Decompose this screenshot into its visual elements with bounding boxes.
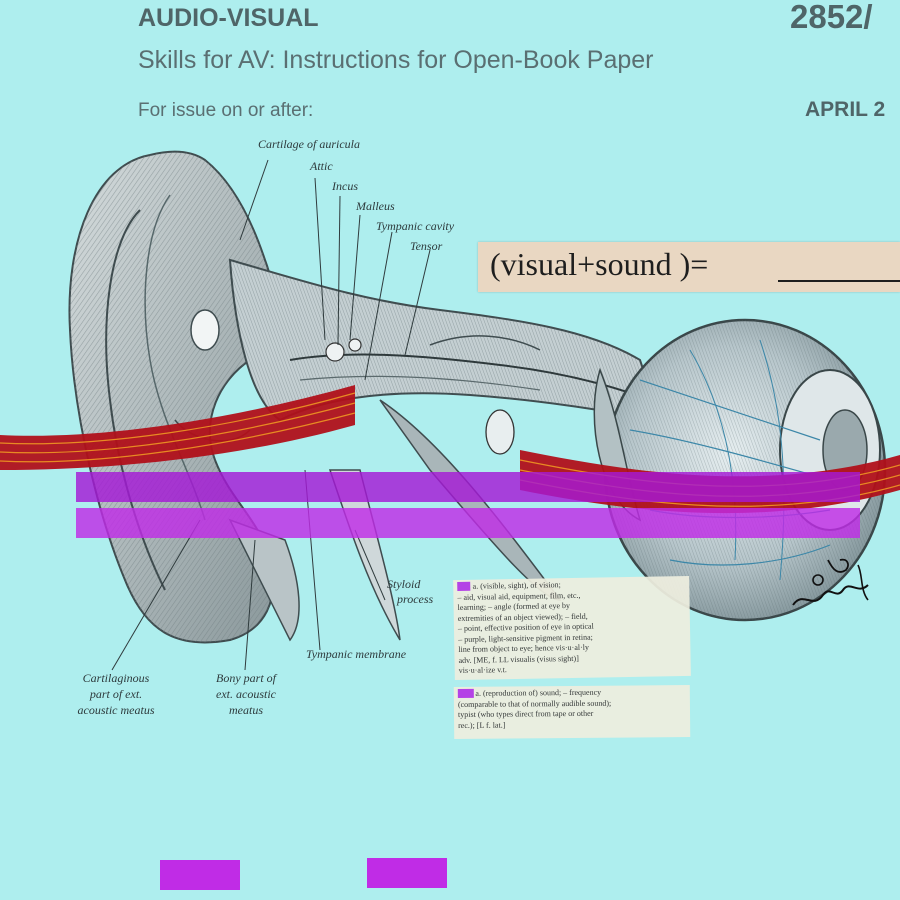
label-cartilaginous-line3: acoustic meatus (77, 703, 155, 717)
highlight-marker: aud (457, 688, 474, 698)
issue-date: APRIL 2 (805, 98, 886, 121)
magenta-band-lower (76, 508, 860, 538)
document-subtitle: Skills for AV: Instructions for Open-Boo… (138, 46, 654, 74)
dict-line: rec.); [L f. lat.] (458, 720, 506, 730)
issue-label: For issue on or after: (138, 100, 314, 121)
label-cartilaginous-line1: Cartilaginous (82, 671, 150, 685)
ink-scrawl (792, 558, 869, 606)
label-attic: Attic (310, 159, 333, 173)
label-tensor: Tensor (410, 239, 443, 253)
label-bony-line2: ext. acoustic (216, 687, 276, 701)
label-styloid-line2: process (397, 592, 434, 606)
label-bony-line1: Bony part of (216, 671, 276, 685)
ear-canal-drawing (228, 258, 662, 455)
magenta-sticker-left (160, 860, 240, 890)
label-bony-line3: meatus (229, 703, 263, 717)
label-cartilaginous-line2: part of ext. (89, 687, 143, 701)
label-styloid-line1: Styloid (387, 577, 421, 591)
dictionary-entry-visual: vis a. (visible, sight), of vision; – ai… (453, 575, 691, 681)
equation-text: (visual+sound )= (490, 246, 709, 282)
label-tympanic-membrane: Tympanic membrane (306, 647, 407, 661)
equation-paper-strip: (visual+sound )= (478, 242, 900, 292)
label-cartilage-auricula: Cartilage of auricula (258, 137, 360, 151)
document-title: AUDIO-VISUAL (138, 4, 319, 32)
label-incus: Incus (332, 179, 358, 193)
dictionary-entry-audio: aud a. (reproduction of) sound; – freque… (453, 684, 691, 740)
paper-code: 2852/ (790, 0, 873, 35)
equation-answer-blank (778, 280, 900, 282)
magenta-sticker-right (367, 858, 447, 888)
label-tympanic-cavity: Tympanic cavity (376, 219, 455, 233)
label-malleus: Malleus (356, 199, 395, 213)
highlight-marker: vis (457, 581, 471, 591)
violet-band-upper (76, 472, 860, 502)
